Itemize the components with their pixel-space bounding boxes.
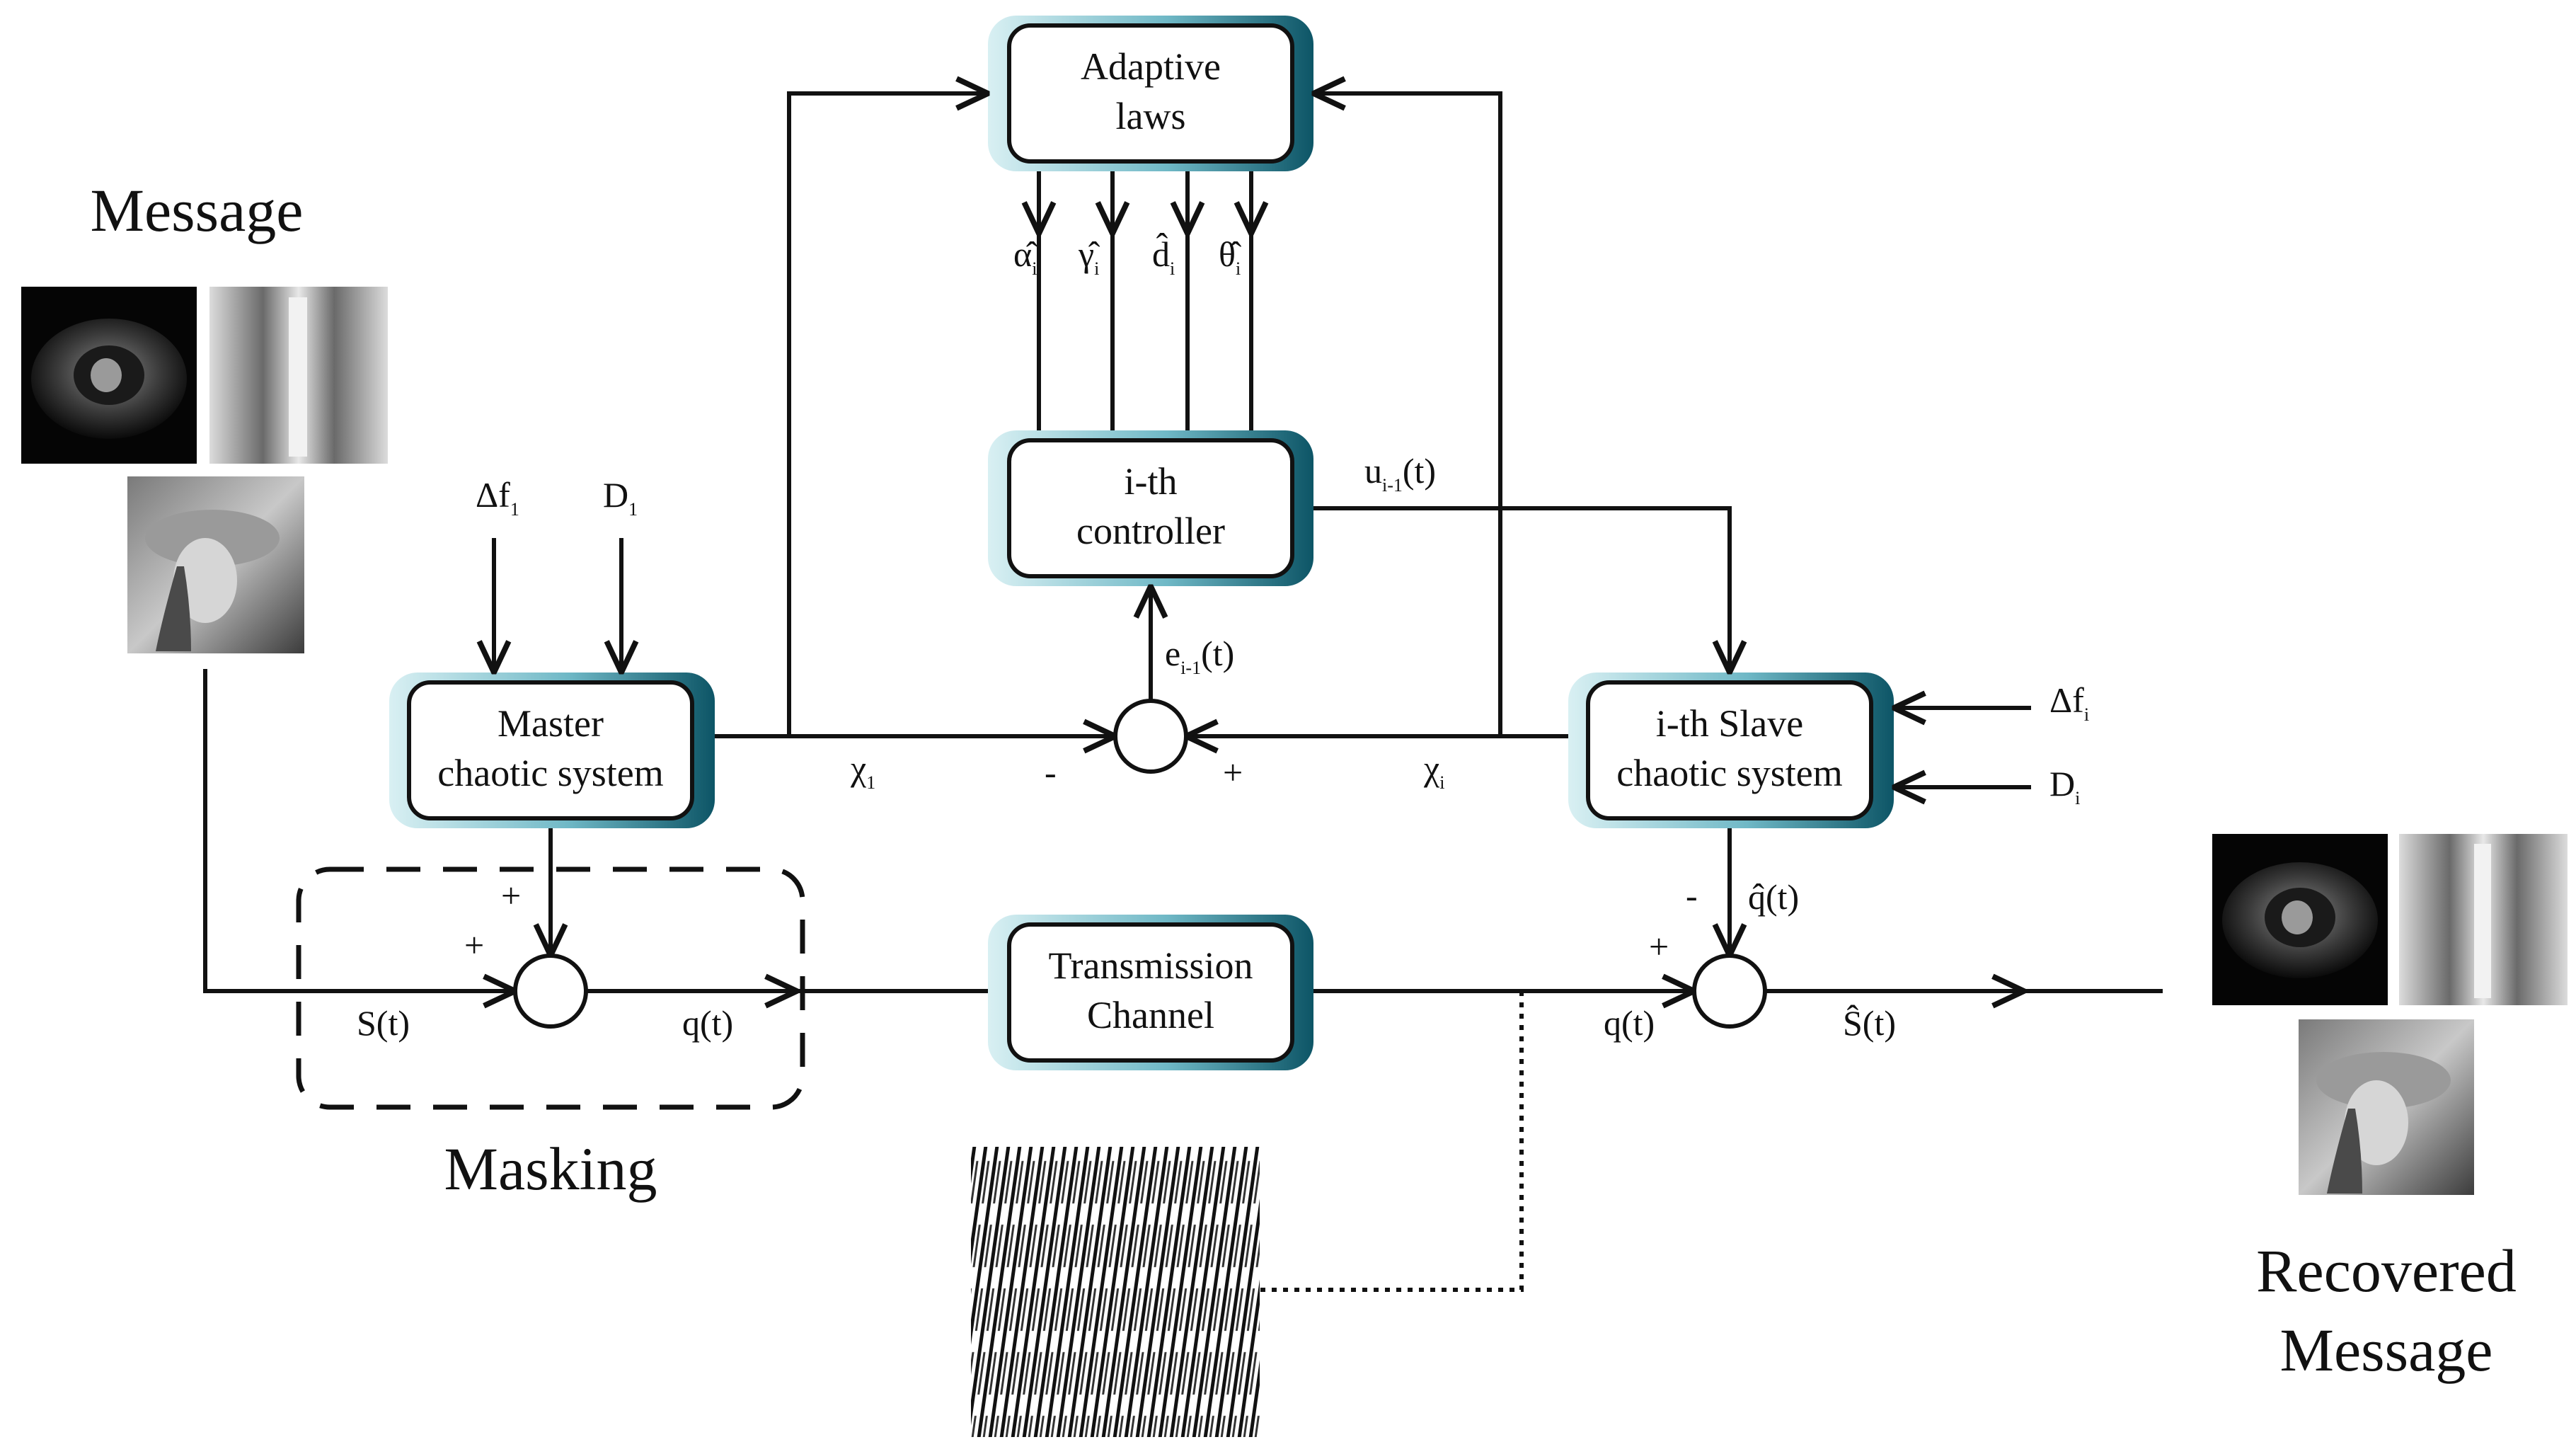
- connection-wires: [203, 93, 2163, 1292]
- channel-label-line1: Transmission: [1048, 944, 1253, 987]
- recovered-images: [2212, 834, 2568, 1195]
- masking-region: [296, 866, 805, 1110]
- controller-label-line2: controller: [1076, 510, 1225, 552]
- ct-scan-image: [21, 287, 197, 464]
- chest-xray-image: [209, 287, 388, 464]
- minus-sign: -: [1045, 753, 1057, 792]
- error-summing-junction: [1113, 699, 1188, 774]
- channel-label-line2: Channel: [1087, 994, 1214, 1036]
- message-images: [21, 287, 388, 653]
- master-system-block: Master chaotic system: [389, 673, 715, 828]
- gamma-hat-label: γ̂i: [1078, 234, 1100, 279]
- s-hat-label: Ŝ(t): [1843, 1003, 1896, 1043]
- recovered-caption-line2: Message: [2280, 1316, 2493, 1384]
- slave-label-line2: chaotic system: [1616, 752, 1842, 794]
- message-caption: Message: [91, 176, 304, 244]
- D1-label: D1: [603, 475, 638, 520]
- theta-hat-label: θ̂i: [1219, 234, 1241, 279]
- q-received-label: q(t): [1604, 1003, 1655, 1043]
- adaptive-laws-label-line2: laws: [1116, 95, 1186, 137]
- transmission-channel-block: Transmission Channel: [988, 915, 1313, 1070]
- encrypted-signal-image: [971, 1147, 1260, 1437]
- d-hat-label: d̂i: [1152, 232, 1175, 279]
- q-hat-label: q̂(t): [1748, 877, 1799, 917]
- plus-sign: +: [501, 876, 521, 915]
- chii-label: χi: [1423, 748, 1444, 793]
- junction-signs: - + + + - +: [464, 753, 1698, 966]
- alpha-hat-label: α̂i: [1013, 234, 1037, 279]
- Di-label: Di: [2049, 764, 2080, 808]
- plus-sign: +: [1223, 753, 1243, 792]
- error-label: ei-1(t): [1165, 634, 1234, 678]
- master-label-line1: Master: [498, 702, 604, 745]
- delta-fi-label: Δfi: [2049, 680, 2089, 725]
- masking-caption: Masking: [444, 1135, 657, 1203]
- slave-label-line1: i-th Slave: [1656, 702, 1803, 745]
- master-label-line2: chaotic system: [437, 752, 663, 794]
- chest-xray-image: [2399, 834, 2568, 1005]
- ct-scan-image: [2212, 834, 2388, 1005]
- recovery-summing-junction: [1692, 954, 1767, 1029]
- controller-block: i-th controller: [988, 430, 1313, 586]
- recovered-caption-line1: Recovered: [2256, 1237, 2517, 1305]
- chi1-label: χ1: [850, 748, 875, 793]
- slave-system-block: i-th Slave chaotic system: [1568, 673, 1894, 828]
- lena-image: [2299, 1019, 2474, 1195]
- controller-label-line1: i-th: [1125, 460, 1178, 503]
- masking-summing-junction: [513, 954, 588, 1029]
- adaptive-parameter-labels: α̂i γ̂i d̂i θ̂i: [1013, 232, 1241, 279]
- adaptive-laws-block: Adaptive laws: [988, 16, 1313, 171]
- delta-f1-label: Δf1: [476, 475, 519, 520]
- u-control-label: ui-1(t): [1364, 451, 1436, 496]
- minus-sign: -: [1686, 876, 1698, 915]
- s-label: S(t): [357, 1003, 410, 1043]
- plus-sign: +: [1649, 927, 1669, 966]
- lena-image: [127, 476, 304, 653]
- plus-sign: +: [464, 925, 484, 965]
- q-masked-label: q(t): [682, 1003, 733, 1043]
- adaptive-laws-label-line1: Adaptive: [1081, 45, 1221, 88]
